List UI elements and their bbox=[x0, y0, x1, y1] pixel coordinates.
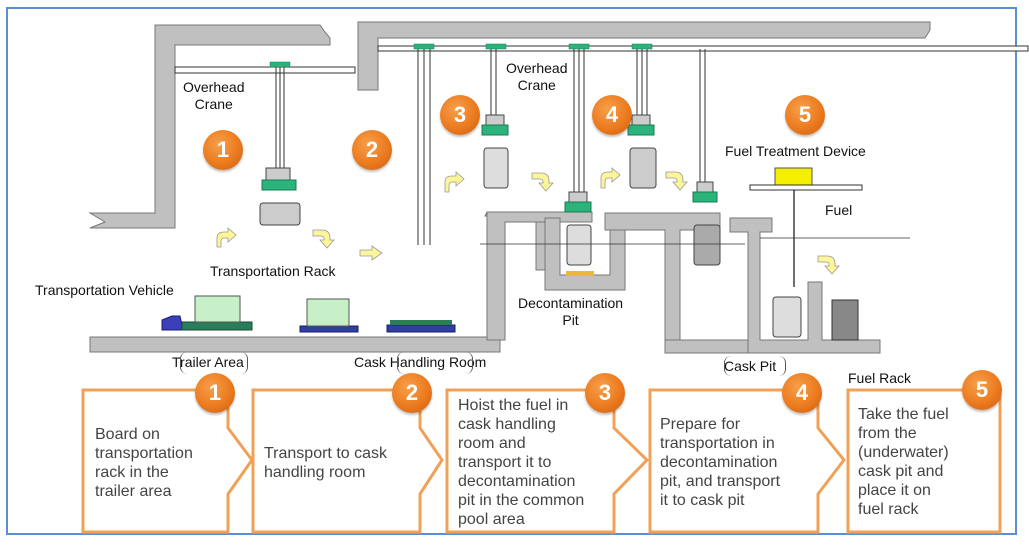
step-5-line: place it on bbox=[858, 482, 931, 499]
step-3-line: pool area bbox=[458, 511, 525, 528]
overhead-crane-label-1-line2: Crane bbox=[194, 96, 233, 112]
decontamination-pit-label-line1: Decontamination bbox=[518, 295, 624, 311]
step-4-line: transportation in bbox=[660, 435, 775, 452]
cask-pit-bracket bbox=[724, 356, 786, 376]
cask-hoisted-3 bbox=[481, 114, 509, 189]
truck-bed bbox=[181, 321, 253, 331]
step-4-line: pit, and transport bbox=[660, 473, 781, 490]
transport-rack-1 bbox=[299, 325, 359, 333]
cask-hoisted-1 bbox=[259, 167, 301, 226]
left-wall bbox=[88, 24, 331, 229]
decontamination-pit-label: Decontamination Pit bbox=[518, 295, 623, 329]
step-3-line: decontamination bbox=[458, 473, 576, 490]
stage-badge-3: 3 bbox=[440, 95, 480, 135]
transportation-rack-label: Transportation Rack bbox=[210, 263, 336, 279]
upper-right-wall bbox=[357, 21, 931, 91]
step-badge-5: 5 bbox=[962, 370, 1002, 410]
step-2-line: Transport to cask bbox=[264, 445, 388, 462]
step-1-line: rack in the bbox=[95, 464, 169, 481]
step-3-line: transport it to bbox=[458, 454, 552, 471]
step-box-5-outline bbox=[846, 388, 1002, 534]
trailer-area-label: Trailer Area bbox=[172, 354, 244, 370]
step-3-line: cask handling bbox=[458, 416, 556, 433]
stage-badge-2: 2 bbox=[352, 130, 392, 170]
fuel-treatment-platform bbox=[749, 184, 863, 191]
step-1-line: trailer area bbox=[95, 483, 172, 500]
transport-rack-2 bbox=[386, 324, 456, 333]
overhead-crane-label-1-line1: Overhead bbox=[183, 79, 245, 95]
crane-rails bbox=[174, 45, 1029, 74]
cask-handling-room-bracket bbox=[397, 352, 473, 374]
decon-pit-structure bbox=[486, 211, 593, 341]
overhead-crane-label-2-line2: Crane bbox=[517, 77, 556, 93]
step-3-line: room and bbox=[458, 435, 526, 452]
cask-in-decon-pit bbox=[564, 191, 594, 276]
step-text-5: Take the fuel from the (underwater) cask… bbox=[858, 405, 949, 519]
overhead-crane-label-1: Overhead Crane bbox=[183, 79, 244, 113]
step-5-line: Take the fuel bbox=[858, 406, 949, 423]
cask-lowering-cask-pit bbox=[692, 181, 721, 266]
step-badge-2: 2 bbox=[392, 373, 432, 413]
step-text-4: Prepare for transportation in decontamin… bbox=[660, 415, 780, 510]
step-5-line: from the bbox=[858, 425, 917, 442]
step-text-1: Board on transportation rack in the trai… bbox=[95, 425, 193, 501]
crane-cables bbox=[275, 49, 706, 245]
fuel-rack-shape bbox=[831, 299, 859, 341]
step-4-line: decontamination bbox=[660, 454, 778, 471]
fuel-treatment-device-shape bbox=[774, 167, 813, 186]
trailer-area-bracket bbox=[180, 352, 248, 374]
cask-handling-room-label: Cask Handling Room bbox=[354, 354, 487, 370]
step-text-3: Hoist the fuel in cask handling room and… bbox=[458, 396, 584, 529]
stage-badge-4: 4 bbox=[592, 95, 632, 135]
step-text-2: Transport to cask handling room bbox=[264, 444, 387, 482]
step-5-line: (underwater) bbox=[858, 444, 949, 461]
stage-badge-1: 1 bbox=[203, 130, 243, 170]
step-4-line: it to cask pit bbox=[660, 492, 745, 509]
step-3-line: pit in the common bbox=[458, 492, 585, 509]
vehicles bbox=[161, 295, 456, 333]
lower-right-floor bbox=[664, 339, 749, 354]
step-1-line: transportation bbox=[95, 445, 193, 462]
overhead-crane-label-2: Overhead Crane bbox=[502, 60, 572, 94]
step-3-line: Hoist the fuel in bbox=[458, 397, 569, 414]
step-5-line: cask pit and bbox=[858, 463, 944, 480]
fuel-label: Fuel bbox=[825, 202, 853, 218]
cask-in-cask-pit bbox=[772, 296, 802, 338]
process-arrows bbox=[216, 167, 840, 275]
step-badge-1: 1 bbox=[195, 373, 235, 413]
fuel-rack-label: Fuel Rack bbox=[848, 370, 912, 386]
cask-pit-wall bbox=[729, 217, 881, 354]
step-badge-4: 4 bbox=[782, 373, 822, 413]
transportation-vehicle-label: Transportation Vehicle bbox=[35, 282, 174, 298]
cask-pit-label: Cask Pit bbox=[724, 358, 777, 374]
truck-cab bbox=[161, 315, 183, 331]
decontamination-pit-label-line2: Pit bbox=[562, 312, 579, 328]
trailer-floor bbox=[89, 336, 501, 353]
step-1-line: Board on bbox=[95, 426, 160, 443]
fuel-treatment-device-label: Fuel Treatment Device bbox=[725, 143, 866, 159]
casks bbox=[259, 114, 859, 341]
overhead-crane-label-2-line1: Overhead bbox=[506, 60, 568, 76]
cask-hoisted-4 bbox=[627, 114, 657, 189]
step-2-line: handling room bbox=[264, 464, 366, 481]
step-4-line: Prepare for bbox=[660, 416, 741, 433]
stage-badge-5: 5 bbox=[785, 95, 825, 135]
step-5-line: fuel rack bbox=[858, 501, 919, 518]
step-badge-3: 3 bbox=[585, 373, 625, 413]
